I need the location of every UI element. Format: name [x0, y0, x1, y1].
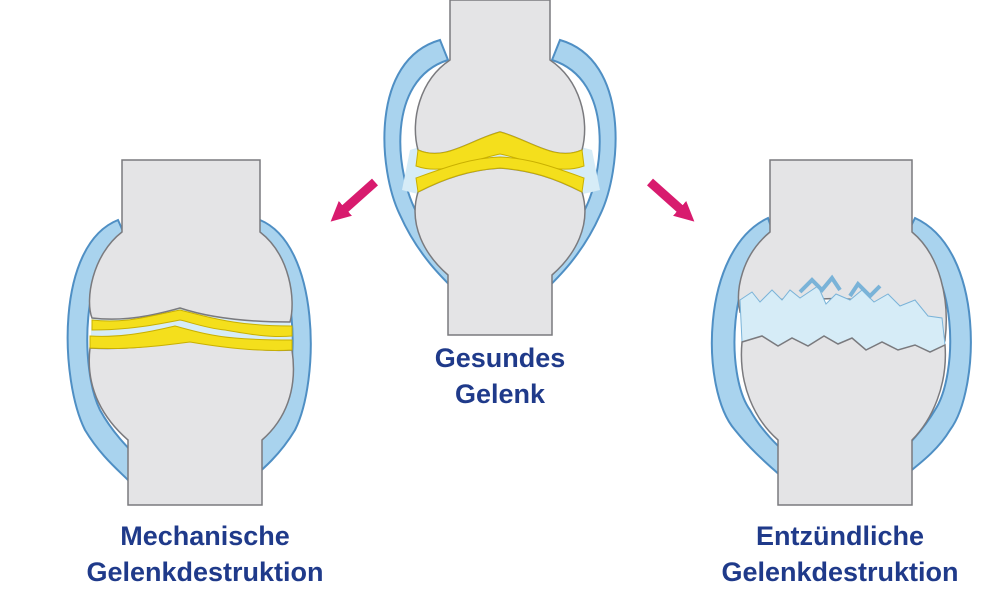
inflammatory-destruction-label: Entzündliche Gelenkdestruktion [680, 518, 1000, 590]
arrow-to-mechanical [330, 178, 378, 222]
mechanical-joint-lower-cartilage [89, 325, 293, 352]
arrow-to-inflammatory [647, 178, 695, 222]
mechanical-destruction-label-line2: Gelenkdestruktion [86, 557, 324, 587]
mechanical-destruction-joint [66, 159, 312, 506]
inflammatory-destruction-label-line2: Gelenkdestruktion [721, 557, 959, 587]
healthy-joint-femur [414, 0, 586, 155]
inflammatory-joint-erosion-1 [798, 274, 842, 294]
mechanical-destruction-label-line1: Mechanische [120, 521, 290, 551]
mechanical-joint-tibia [88, 339, 295, 506]
inflammatory-joint-tibia [740, 335, 947, 506]
healthy-joint-tibia [414, 167, 586, 336]
inflammatory-joint-capsule [710, 216, 972, 481]
healthy-joint-label-line1: Gesundes [434, 343, 566, 373]
mechanical-destruction-label: Mechanische Gelenkdestruktion [40, 518, 370, 590]
mechanical-joint-femur [88, 159, 293, 323]
inflammatory-destruction-joint [710, 159, 972, 506]
healthy-joint [383, 0, 617, 336]
healthy-joint-label-line2: Gelenk [454, 379, 546, 409]
healthy-joint-label: Gesundes Gelenk [390, 340, 610, 412]
mechanical-joint-upper-cartilage [91, 309, 293, 338]
healthy-joint-lower-cartilage [415, 156, 585, 193]
inflammatory-joint-erosion-2 [848, 280, 882, 299]
inflammatory-destruction-label-line1: Entzündliche [756, 521, 924, 551]
